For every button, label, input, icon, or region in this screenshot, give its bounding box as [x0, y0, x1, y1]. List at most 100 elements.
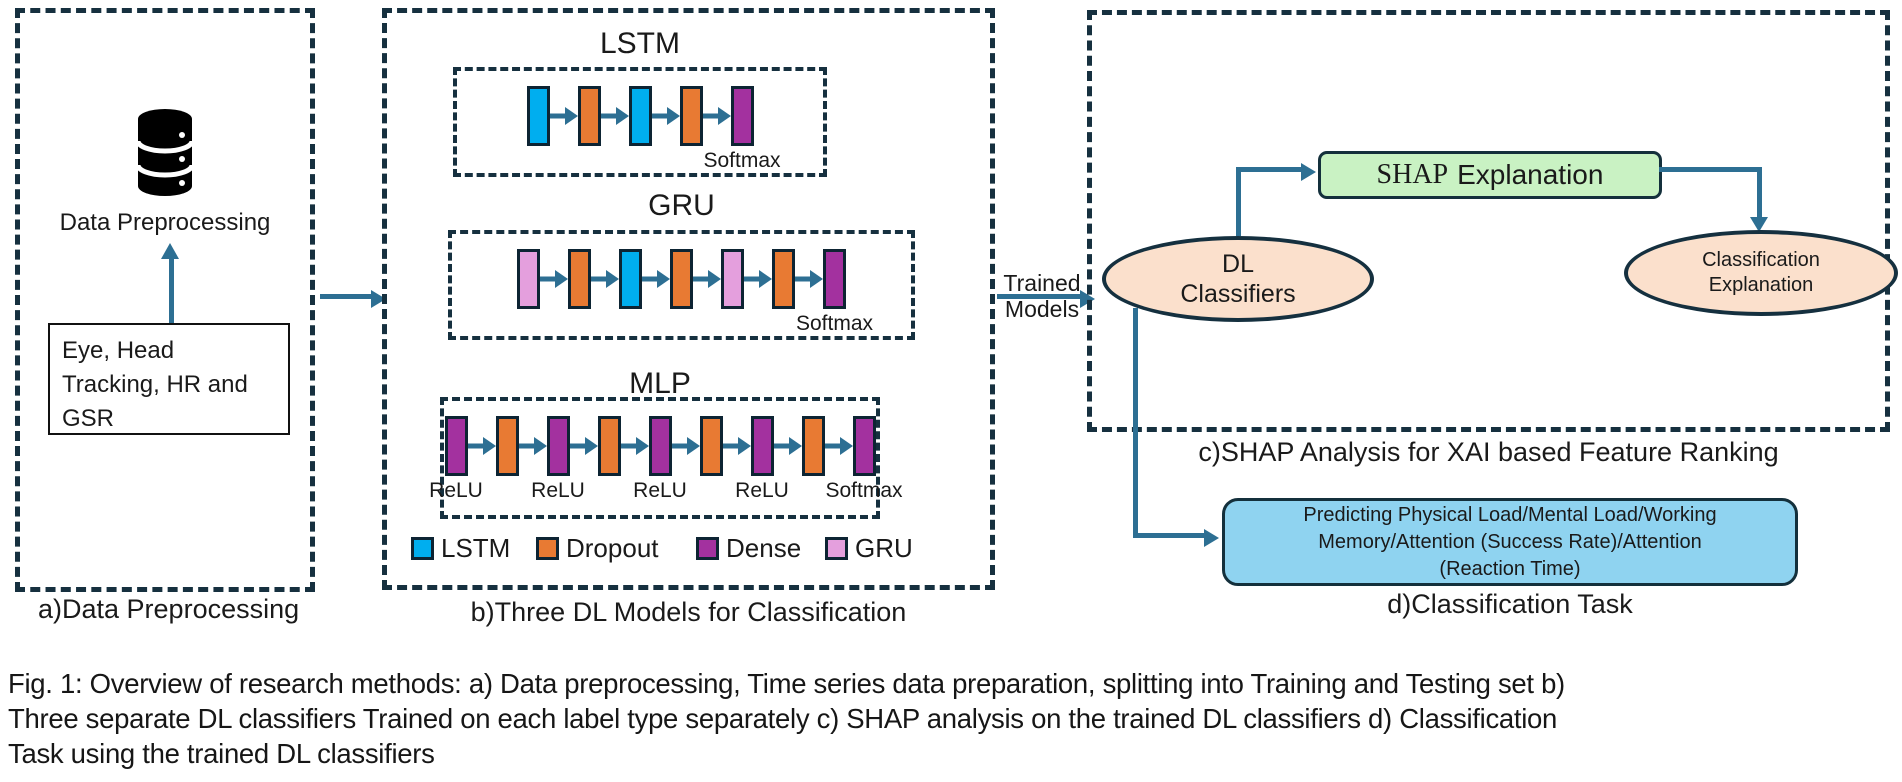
- dropout-layer-block: [679, 86, 703, 146]
- layer-label: Softmax: [703, 149, 781, 172]
- layer-arrow-icon: [773, 416, 802, 476]
- layer-arrow-icon: [467, 416, 496, 476]
- task-box-line2: Memory/Attention (Success Rate)/Attentio…: [1318, 530, 1702, 553]
- classification-task-box: Predicting Physical Load/Mental Load/Wor…: [1222, 498, 1798, 586]
- layer-label: ReLU: [735, 479, 789, 502]
- layer-label: Softmax: [825, 479, 903, 502]
- gru-layer-block: [517, 249, 540, 309]
- database-icon: [131, 108, 199, 203]
- dl-classifiers-ellipse: DL Classifiers: [1102, 236, 1374, 322]
- dense-layer-block: Softmax: [825, 416, 903, 503]
- gru-model-title: GRU: [648, 189, 715, 222]
- layer-arrow-icon: [569, 416, 598, 476]
- trained-models-line2: Models: [1004, 296, 1080, 322]
- figure-caption: Fig. 1: Overview of research methods: a)…: [8, 666, 1902, 771]
- dropout-block-rect: [679, 86, 703, 146]
- dropout-block-rect: [801, 416, 825, 476]
- dropout-layer-block: [699, 416, 723, 476]
- lstm-model-title: LSTM: [599, 27, 680, 60]
- layer-arrow-icon: [540, 249, 568, 309]
- shap-word: SHAP: [1376, 159, 1449, 190]
- lstm-block-rect: [628, 86, 652, 146]
- lstm-layer-block: [628, 86, 652, 146]
- layer-arrow-icon: [600, 86, 629, 146]
- dropout-layer-block: [801, 416, 825, 476]
- dense-block-rect: [546, 416, 570, 476]
- dropout-layer-block: [597, 416, 621, 476]
- layer-arrow-icon: [722, 416, 751, 476]
- layer-arrow-icon: [651, 86, 680, 146]
- dropout-layer-block: [495, 416, 519, 476]
- dense-block-rect: [750, 416, 774, 476]
- trained-models-label: Trained Models: [1000, 270, 1084, 322]
- dropout-layer-block: [577, 86, 601, 146]
- dropout-block-rect: [699, 416, 723, 476]
- dense-block-rect: [730, 86, 754, 146]
- dl-to-shap-connector-line: [1236, 167, 1304, 172]
- panel-a-data-preprocessing: Data Preprocessing Eye, Head Tracking, H…: [15, 8, 315, 592]
- dl-classifiers-line2: Classifiers: [1180, 280, 1296, 308]
- layer-arrow-icon: [591, 249, 619, 309]
- dense-layer-block: ReLU: [531, 416, 585, 503]
- dense-swatch-icon: [696, 537, 719, 560]
- task-box-line3: (Reaction Time): [1439, 557, 1581, 580]
- lstm-block-rect: [619, 249, 642, 309]
- legend-item-lstm: LSTM: [411, 533, 510, 564]
- classification-explanation-line2: Explanation: [1708, 274, 1814, 296]
- panel-a-caption: a)Data Preprocessing: [38, 594, 300, 624]
- figure-caption-line2: Three separate DL classifiers Trained on…: [8, 703, 1558, 734]
- layer-arrow-icon: [702, 86, 731, 146]
- panel-d-caption: d)Classification Task: [1387, 589, 1633, 619]
- layer-arrow-icon: [518, 416, 547, 476]
- explanation-word: Explanation: [1457, 159, 1604, 190]
- mlp-model-box: ReLU ReLU ReLU ReLU Softmax: [429, 397, 903, 519]
- dense-block-rect: [823, 249, 846, 309]
- layer-arrow-icon: [620, 416, 649, 476]
- dropout-layer-block: [670, 249, 693, 309]
- dropout-block-rect: [495, 416, 519, 476]
- trained-models-line1: Trained: [1003, 270, 1081, 296]
- legend-item-dropout: Dropout: [536, 533, 659, 564]
- dropout-block-rect: [577, 86, 601, 146]
- dense-layer-block: ReLU: [633, 416, 687, 503]
- data-preprocessing-label: Data Preprocessing: [59, 209, 271, 236]
- dl-to-shap-arrowhead-icon: [1301, 163, 1316, 181]
- dropout-layer-block: [568, 249, 591, 309]
- dropout-layer-block: [772, 249, 795, 309]
- dense-layer-block: Softmax: [703, 86, 781, 173]
- lstm-swatch-icon: [411, 537, 434, 560]
- dropout-swatch-icon: [536, 537, 559, 560]
- sensor-input-box: Eye, Head Tracking, HR and GSR: [48, 323, 290, 435]
- layer-arrow-icon: [671, 416, 700, 476]
- legend-item-gru: GRU: [825, 533, 913, 564]
- dl-classifiers-line1: DL: [1222, 250, 1254, 278]
- panel-b-caption: b)Three DL Models for Classification: [470, 597, 907, 627]
- dl-to-shap-connector-line: [1236, 169, 1241, 236]
- dropout-block-rect: [597, 416, 621, 476]
- dense-block-rect: [648, 416, 672, 476]
- dropout-block-rect: [772, 249, 795, 309]
- panel-c-shap-analysis: DL Classifiers SHAP Explanation Classifi…: [1087, 10, 1898, 432]
- dl-to-d-arrowhead-icon: [1204, 529, 1219, 547]
- dl-to-d-connector-line: [1133, 308, 1138, 536]
- gru-swatch-icon: [825, 537, 848, 560]
- up-connector-line: [169, 259, 174, 325]
- figure-caption-line1: Fig. 1: Overview of research methods: a)…: [8, 668, 1565, 699]
- legend-label: GRU: [855, 533, 913, 563]
- gru-block-rect: [517, 249, 540, 309]
- gru-block-rect: [721, 249, 744, 309]
- panel-c-caption: c)SHAP Analysis for XAI based Feature Ra…: [1198, 437, 1779, 467]
- gru-layer-block: [721, 249, 744, 309]
- layer-label: ReLU: [429, 479, 483, 502]
- dropout-block-rect: [568, 249, 591, 309]
- legend-label: LSTM: [441, 533, 511, 563]
- layer-arrow-icon: [693, 249, 721, 309]
- dense-block-rect: [444, 416, 468, 476]
- dropout-block-rect: [670, 249, 693, 309]
- layer-label: Softmax: [795, 312, 874, 335]
- legend-item-dense: Dense: [696, 533, 801, 564]
- layer-arrow-icon: [744, 249, 772, 309]
- layer-arrow-icon: [549, 86, 578, 146]
- classification-explanation-line1: Classification: [1702, 249, 1820, 271]
